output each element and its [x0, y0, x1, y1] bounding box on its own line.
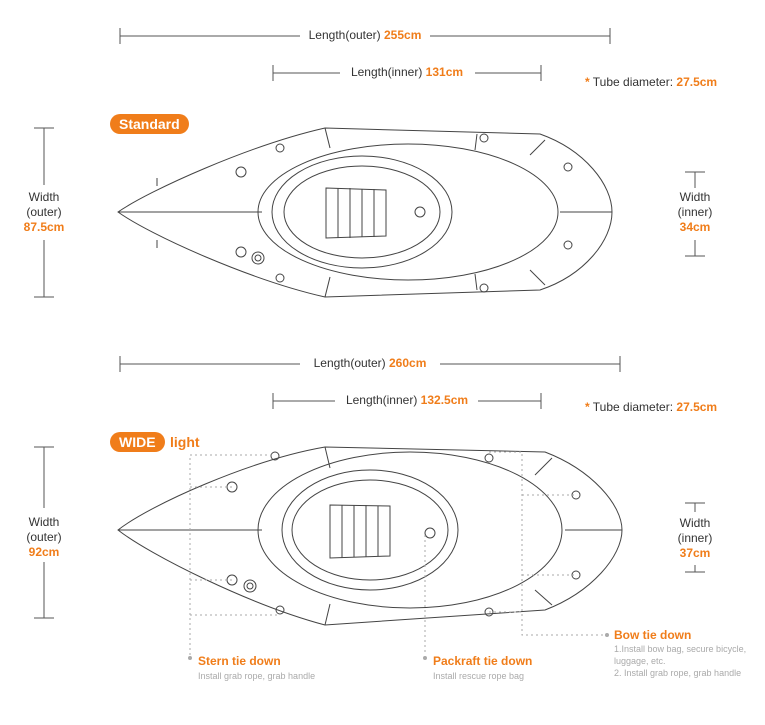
callout-leaders — [189, 451, 605, 655]
label: Length(outer) — [313, 356, 386, 370]
standard-length-outer-line — [119, 28, 611, 44]
desc-line: 1.Install bow bag, secure bicycle, — [614, 644, 747, 654]
label: Length(inner) — [345, 393, 418, 407]
standard-length-inner: Length(inner) 131cm — [351, 65, 463, 80]
stern-tie-down-desc: Install grab rope, grab handle — [198, 671, 316, 681]
value: 27.5cm — [676, 400, 718, 414]
label: Tube diameter: — [592, 400, 674, 414]
value: 92cm — [28, 545, 60, 559]
wide-length-inner: Length(inner) 132.5cm — [346, 393, 468, 408]
star: * — [585, 75, 590, 89]
star: * — [585, 400, 590, 414]
value: 260cm — [389, 356, 427, 370]
value: 255cm — [384, 28, 422, 42]
standard-width-inner-line — [685, 171, 705, 257]
label: (inner) — [677, 205, 713, 219]
stern-dot — [188, 656, 192, 660]
wide-width-inner: Width(inner)37cm — [678, 516, 713, 561]
standard-badge: Standard — [110, 114, 189, 134]
standard-width-inner: Width(inner)34cm — [678, 190, 713, 235]
wide-width-inner-line — [685, 502, 705, 573]
label: (outer) — [26, 205, 62, 219]
wide-tube-diameter: * Tube diameter: 27.5cm — [585, 400, 717, 414]
wide-length-inner-line — [272, 393, 542, 409]
label: (inner) — [677, 531, 713, 545]
label: Width — [679, 516, 711, 530]
desc-line: luggage, etc. — [614, 656, 666, 666]
packraft-tie-down-title: Packraft tie down — [433, 654, 533, 668]
standard-raft-drawing — [117, 127, 613, 298]
packraft-dot — [423, 656, 427, 660]
standard-tube-diameter: * Tube diameter: 27.5cm — [585, 75, 717, 89]
value: 132.5cm — [420, 393, 469, 407]
bow-tie-down-title: Bow tie down — [614, 628, 692, 642]
wide-badge-suffix: light — [170, 434, 200, 450]
bow-tie-down-desc: 1.Install bow bag, secure bicycle, luggag… — [614, 643, 746, 679]
value: 131cm — [425, 65, 464, 79]
value: 87.5cm — [23, 220, 65, 234]
bow-dot — [605, 633, 609, 637]
standard-length-inner-line — [272, 65, 542, 81]
label: Length(inner) — [350, 65, 423, 79]
label: (outer) — [26, 530, 62, 544]
wide-raft-drawing — [117, 446, 623, 626]
label: Tube diameter: — [592, 75, 674, 89]
packraft-tie-down-desc: Install rescue rope bag — [433, 671, 525, 681]
desc-line: 2. Install grab rope, grab handle — [614, 668, 742, 678]
standard-width-outer-line — [34, 127, 54, 298]
wide-length-outer-line — [119, 356, 621, 372]
value: 37cm — [679, 546, 711, 560]
label: Length(outer) — [308, 28, 381, 42]
standard-length-outer: Length(outer) 255cm — [309, 28, 422, 43]
label: Width — [28, 190, 60, 204]
stern-tie-down-title: Stern tie down — [198, 654, 281, 668]
wide-width-outer: Width(outer)92cm — [26, 515, 61, 560]
label: Width — [679, 190, 711, 204]
value: 34cm — [679, 220, 711, 234]
wide-width-outer-line — [34, 446, 54, 619]
value: 27.5cm — [676, 75, 718, 89]
standard-width-outer: Width(outer)87.5cm — [24, 190, 65, 235]
wide-badge: WIDE — [110, 432, 165, 452]
label: Width — [28, 515, 60, 529]
wide-length-outer: Length(outer) 260cm — [314, 356, 427, 371]
